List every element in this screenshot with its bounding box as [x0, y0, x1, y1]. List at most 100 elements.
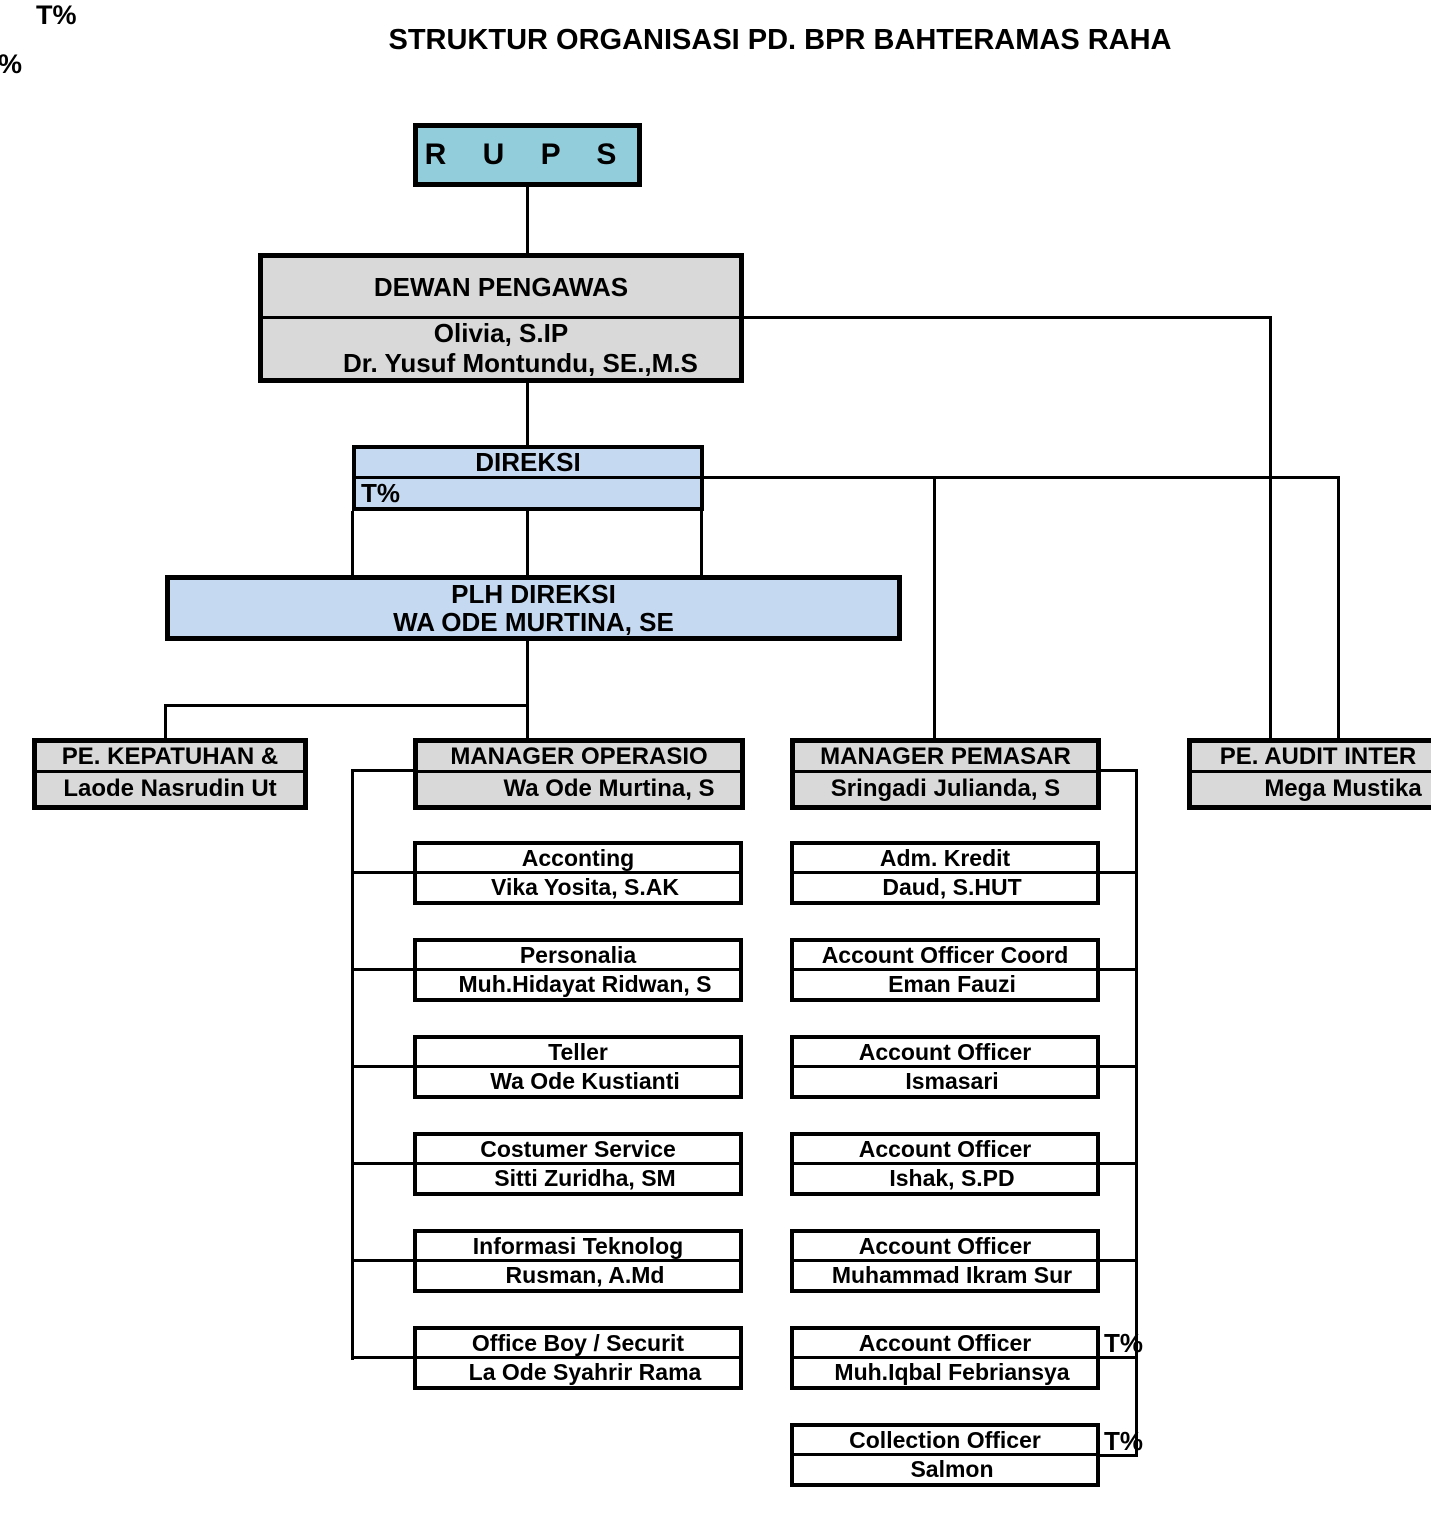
box-name: Mega Mustika	[1264, 775, 1422, 802]
box-divider	[417, 1356, 739, 1359]
unit-title: Account Officer	[858, 1136, 1032, 1162]
connector-line	[351, 871, 415, 874]
unit-name: Ishak, S.PD	[889, 1165, 1015, 1191]
unit-title: Collection Officer	[849, 1427, 1041, 1453]
connector-line	[744, 316, 1272, 319]
unit-box-account-officer-3: Account Officer Muhammad Ikram Sur	[790, 1229, 1100, 1293]
unit-box-personalia: Personalia Muh.Hidayat Ridwan, S	[413, 938, 743, 1002]
box-name: Wa Ode Murtina, S	[503, 775, 715, 802]
unit-name: Muhammad Ikram Sur	[831, 1262, 1073, 1288]
unit-box-acconting: Acconting Vika Yosita, S.AK	[413, 841, 743, 905]
connector-line	[351, 769, 354, 1360]
unit-title: Informasi Teknolog	[472, 1233, 684, 1259]
box-name: Sringadi Julianda, S	[830, 775, 1061, 802]
unit-name: Sitti Zuridha, SM	[494, 1165, 676, 1191]
box-divider	[417, 1162, 739, 1165]
connector-line	[526, 641, 529, 707]
artifact-label-top-left: T%	[36, 0, 77, 30]
unit-box-collection-officer: Collection Officer Salmon	[790, 1423, 1100, 1487]
connector-line	[1098, 769, 1138, 772]
box-title: R U P S	[424, 138, 631, 171]
connector-line	[526, 704, 529, 738]
unit-box-informasi-teknologi: Informasi Teknolog Rusman, A.Md	[413, 1229, 743, 1293]
unit-box-teller: Teller Wa Ode Kustianti	[413, 1035, 743, 1099]
connector-line	[1098, 1356, 1138, 1359]
box-divider	[794, 1356, 1096, 1359]
unit-name: Muh.Hidayat Ridwan, S	[458, 971, 712, 997]
box-name: WA ODE MURTINA, SE	[393, 608, 674, 636]
box-divider	[356, 476, 700, 479]
unit-box-costumer-service: Costumer Service Sitti Zuridha, SM	[413, 1132, 743, 1196]
box-title: PE. AUDIT INTER	[1219, 743, 1417, 770]
connector-line	[1098, 1454, 1138, 1457]
unit-box-adm-kredit: Adm. Kredit Daud, S.HUT	[790, 841, 1100, 905]
box-divider	[1192, 770, 1431, 773]
connector-line	[164, 704, 167, 738]
page-title: STRUKTUR ORGANISASI PD. BPR BAHTERAMAS R…	[388, 24, 1172, 56]
box-divider	[794, 1259, 1096, 1262]
box-divider	[418, 770, 740, 773]
unit-box-account-officer-4: Account Officer Muh.Iqbal Febriansya	[790, 1326, 1100, 1390]
box-title: DIREKSI	[475, 449, 581, 476]
unit-title: Office Boy / Securit	[471, 1330, 685, 1356]
unit-title: Account Officer	[858, 1039, 1032, 1065]
connector-line	[526, 187, 529, 253]
org-box-direksi: DIREKSI T%	[352, 445, 704, 511]
unit-title: Acconting	[521, 845, 635, 871]
unit-name: Ismasari	[905, 1068, 999, 1094]
box-title: DEWAN PENGAWAS	[373, 271, 629, 302]
connector-line	[1098, 968, 1138, 971]
box-divider	[417, 871, 739, 874]
org-box-dewan-pengawas: DEWAN PENGAWAS Olivia, S.IP Dr. Yusuf Mo…	[258, 253, 744, 383]
artifact-label-direksi: T%	[361, 479, 400, 507]
org-box-manager-operasional: MANAGER OPERASIO Wa Ode Murtina, S	[413, 738, 745, 810]
box-title: MANAGER PEMASAR	[820, 743, 1071, 770]
connector-line	[526, 383, 529, 445]
box-divider	[795, 770, 1096, 773]
unit-title: Adm. Kredit	[879, 845, 1011, 871]
org-box-manager-pemasaran: MANAGER PEMASAR Sringadi Julianda, S	[790, 738, 1101, 810]
org-box-audit-internal: PE. AUDIT INTER Mega Mustika	[1187, 738, 1431, 810]
unit-name: La Ode Syahrir Rama	[468, 1359, 702, 1385]
unit-title: Personalia	[519, 942, 637, 968]
artifact-label-account-officer: T%	[1104, 1328, 1143, 1358]
unit-name: Salmon	[910, 1456, 994, 1482]
unit-name: Rusman, A.Md	[505, 1262, 665, 1288]
connector-line	[1098, 1065, 1138, 1068]
unit-name: Wa Ode Kustianti	[490, 1068, 680, 1094]
box-divider	[794, 1162, 1096, 1165]
connector-line	[1337, 476, 1340, 738]
unit-name: Muh.Iqbal Febriansya	[834, 1359, 1070, 1385]
box-title: PE. KEPATUHAN &	[61, 743, 279, 770]
unit-title: Account Officer	[858, 1330, 1032, 1356]
box-divider	[794, 968, 1096, 971]
box-divider	[263, 316, 739, 319]
org-box-kepatuhan: PE. KEPATUHAN & Laode Nasrudin Ut	[32, 738, 308, 810]
unit-box-account-officer-coordinator: Account Officer Coord Eman Fauzi	[790, 938, 1100, 1002]
unit-title: Account Officer	[858, 1233, 1032, 1259]
unit-title: Teller	[548, 1039, 608, 1065]
box-member: Olivia, S.IP	[433, 319, 569, 348]
unit-name: Eman Fauzi	[888, 971, 1016, 997]
unit-name: Vika Yosita, S.AK	[491, 874, 679, 900]
connector-line	[1098, 871, 1138, 874]
connector-line	[704, 476, 1340, 479]
box-title: PLH DIREKSI	[451, 580, 616, 608]
connector-line	[351, 1065, 415, 1068]
box-divider	[794, 1453, 1096, 1456]
unit-box-account-officer-1: Account Officer Ismasari	[790, 1035, 1100, 1099]
box-member: Dr. Yusuf Montundu, SE.,M.S	[343, 348, 698, 378]
box-title: MANAGER OPERASIO	[450, 743, 708, 770]
connector-line	[700, 511, 703, 575]
connector-line	[351, 511, 354, 575]
box-divider	[417, 1065, 739, 1068]
connector-line	[351, 968, 415, 971]
unit-box-office-boy-security: Office Boy / Securit La Ode Syahrir Rama	[413, 1326, 743, 1390]
org-box-rups: R U P S	[413, 123, 642, 187]
connector-line	[1098, 1259, 1138, 1262]
connector-line	[164, 704, 529, 707]
org-box-plh-direksi: PLH DIREKSI WA ODE MURTINA, SE	[165, 575, 902, 641]
unit-title: Costumer Service	[480, 1136, 676, 1162]
box-divider	[37, 770, 303, 773]
